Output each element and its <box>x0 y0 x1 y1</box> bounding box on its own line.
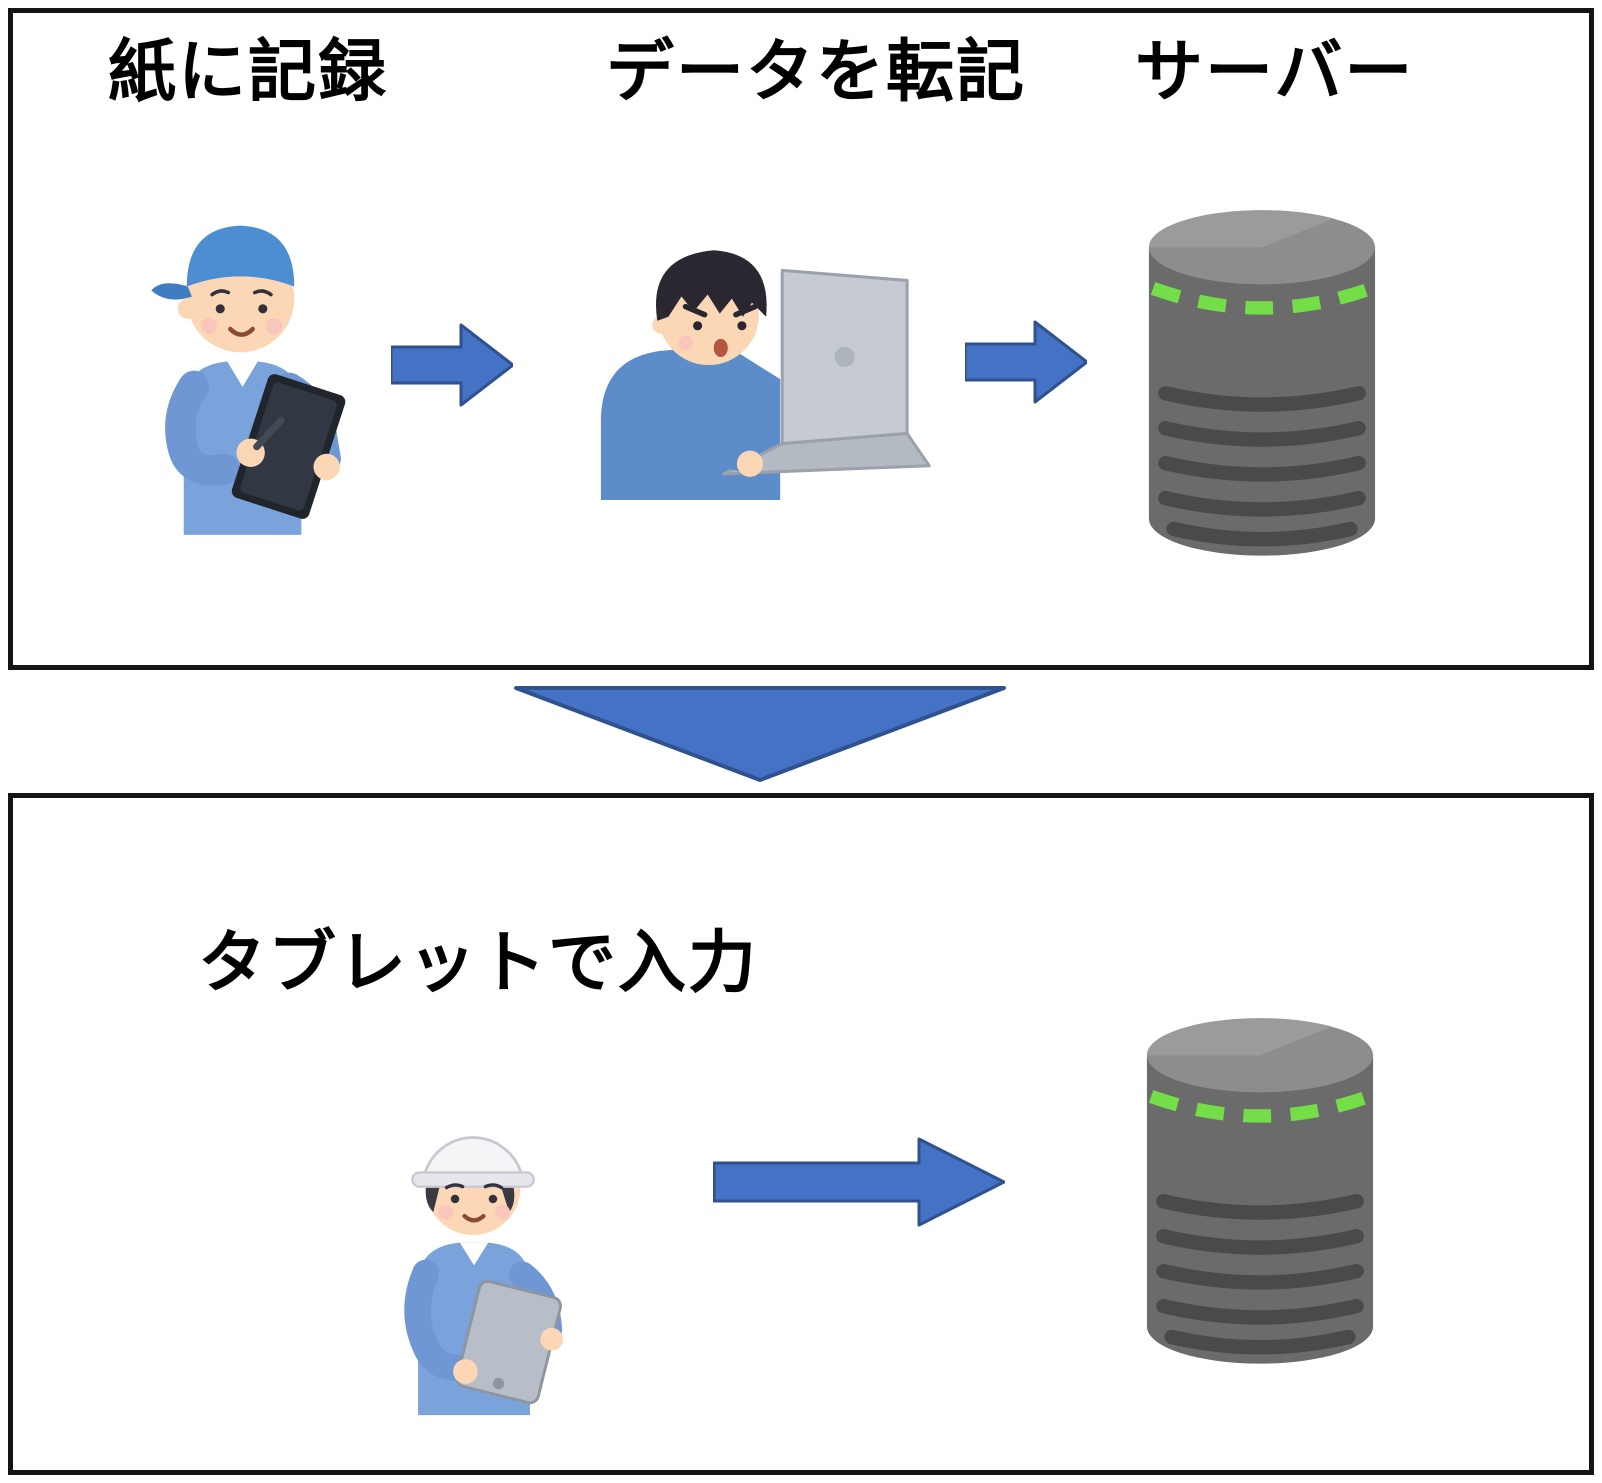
arrow-right-icon <box>391 323 513 407</box>
after-panel: タブレットで入力 <box>8 793 1594 1475</box>
server-icon <box>1146 1018 1374 1364</box>
worker-writing-illustration <box>151 225 346 535</box>
arrow-down-icon <box>514 686 1006 782</box>
person-laptop-illustration <box>600 250 931 500</box>
arrow-right-icon <box>713 1137 1005 1227</box>
server-icon <box>1148 210 1376 556</box>
label-server: サーバー <box>1135 34 1415 110</box>
label-input-with-tablet: タブレットで入力 <box>198 925 759 1001</box>
worker-tablet-illustration <box>404 1136 564 1416</box>
arrow-right-icon <box>965 320 1087 404</box>
label-transcribe-data: データを転記 <box>606 34 1027 110</box>
before-panel: 紙に記録 データを転記 サーバー <box>8 8 1594 670</box>
label-record-on-paper: 紙に記録 <box>108 34 389 110</box>
